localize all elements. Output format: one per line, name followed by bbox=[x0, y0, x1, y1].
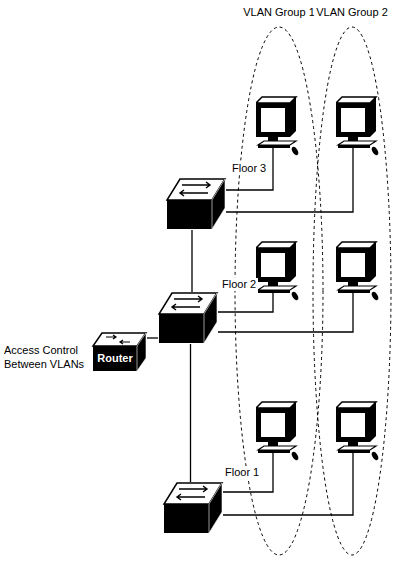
vlan-outline bbox=[312, 26, 392, 556]
wire bbox=[223, 453, 273, 492]
wire bbox=[226, 148, 273, 190]
switch-icon: Floor 3 bbox=[166, 178, 226, 230]
group-heading: VLAN Group 1 bbox=[241, 6, 317, 19]
floor-label: Floor 1 bbox=[223, 466, 261, 479]
switch-symbol bbox=[166, 178, 226, 230]
switch-symbol bbox=[163, 482, 223, 534]
switch-icon: Floor 2 bbox=[158, 292, 218, 344]
wire bbox=[223, 453, 353, 515]
group-heading: VLAN Group 2 bbox=[314, 6, 390, 19]
workstation-icon bbox=[256, 97, 300, 156]
wire bbox=[218, 293, 273, 312]
network-link bbox=[147, 337, 158, 338]
switch-symbol bbox=[158, 292, 218, 344]
workstation-icon bbox=[336, 242, 380, 301]
workstation-icon bbox=[336, 402, 380, 461]
note-label: Access Control Between VLANs bbox=[4, 343, 88, 371]
router-icon: Router bbox=[92, 332, 147, 372]
workstation-icon bbox=[256, 242, 300, 301]
vlan-group-ellipse: VLAN Group 2 bbox=[312, 26, 392, 556]
router-label: Router bbox=[93, 352, 137, 365]
access-wires bbox=[218, 148, 353, 515]
wire bbox=[226, 148, 353, 212]
floor-label: Floor 2 bbox=[220, 278, 258, 291]
network-link bbox=[190, 344, 191, 482]
workstation-icon bbox=[256, 402, 300, 461]
network-link bbox=[191, 230, 192, 292]
workstation-icon bbox=[336, 97, 380, 156]
switch-icon: Floor 1 bbox=[163, 482, 223, 534]
floor-label: Floor 3 bbox=[230, 162, 268, 175]
wire bbox=[218, 293, 353, 332]
